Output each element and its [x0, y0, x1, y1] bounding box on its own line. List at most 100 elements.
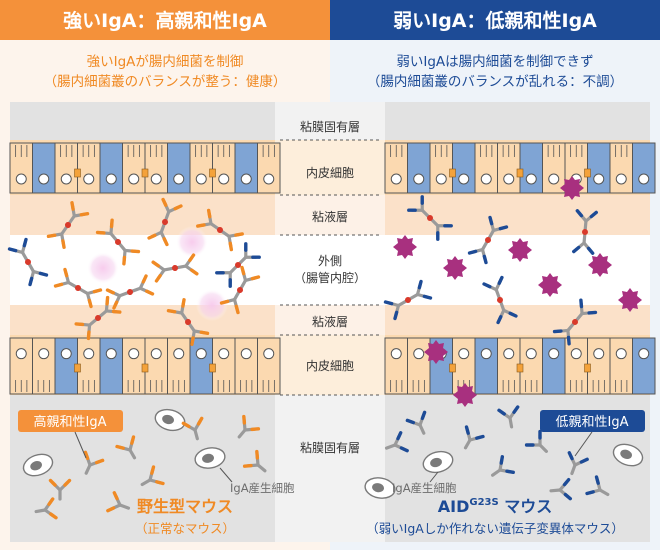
- cell-nucleus: [548, 173, 560, 185]
- right-mouse-name-sup: G23S: [469, 497, 498, 508]
- cell-nucleus: [15, 173, 27, 185]
- right-tag: 低親和性IgA: [556, 415, 629, 430]
- cell-nucleus: [593, 348, 605, 360]
- cell-nucleus: [83, 173, 95, 185]
- goblet-cell: [474, 337, 498, 395]
- goblet-cell: [519, 142, 543, 194]
- label-lumen-line1: 外側: [318, 254, 342, 268]
- cell-nucleus: [638, 173, 650, 185]
- cell-nucleus: [480, 348, 492, 360]
- right-tag-pointer: [574, 431, 593, 457]
- tight-junction: [141, 168, 149, 178]
- right-subtitle-line1: 弱いIgAは腸内細菌を制御できず: [396, 54, 593, 70]
- goblet-cell: [54, 337, 78, 395]
- cell-nucleus: [480, 173, 492, 185]
- right-header-bar: [330, 0, 660, 40]
- tight-junction: [516, 363, 524, 373]
- right-mouse-note: （弱いIgAしか作れない遺伝子変異体マウス）: [366, 521, 624, 536]
- tight-junction: [74, 168, 81, 178]
- right-cell-pointer: [429, 471, 439, 483]
- left-mouse-name: 野生型マウス: [137, 497, 233, 516]
- cell-nucleus: [218, 348, 230, 360]
- center-label-column: [275, 102, 385, 542]
- cell-nucleus: [548, 348, 560, 360]
- label-mucus-top: 粘液層: [312, 209, 348, 224]
- cell-nucleus: [240, 348, 252, 360]
- right-subtitle-line2: （腸内細菌叢のバランスが乱れる：不調）: [367, 74, 623, 90]
- goblet-cell: [587, 142, 611, 194]
- cell-nucleus: [105, 173, 117, 185]
- cell-nucleus: [615, 348, 627, 360]
- cell-nucleus: [240, 173, 252, 185]
- cell-nucleus: [38, 173, 50, 185]
- cell-nucleus: [503, 173, 515, 185]
- cell-nucleus: [38, 348, 50, 360]
- cell-nucleus: [390, 173, 402, 185]
- coated-bacterium: [176, 226, 208, 258]
- cell-nucleus: [435, 173, 447, 185]
- cell-nucleus: [638, 348, 650, 360]
- tight-junction: [449, 363, 456, 373]
- goblet-cell: [99, 142, 123, 194]
- cell-nucleus: [525, 348, 537, 360]
- cell-nucleus: [570, 348, 582, 360]
- label-epithelium-bottom: 内皮細胞: [306, 359, 354, 373]
- goblet-cell: [407, 142, 431, 194]
- cell-nucleus: [503, 348, 515, 360]
- cell-nucleus: [173, 173, 185, 185]
- tight-junction: [141, 363, 149, 373]
- cell-nucleus: [195, 348, 207, 360]
- cell-nucleus: [83, 348, 95, 360]
- cell-nucleus: [15, 348, 27, 360]
- cell-nucleus: [218, 173, 230, 185]
- cell-nucleus: [263, 173, 275, 185]
- cell-nucleus: [60, 348, 72, 360]
- left-header-bar: [0, 0, 330, 40]
- cell-nucleus: [413, 348, 425, 360]
- left-tag-pointer: [74, 431, 87, 459]
- tight-junction: [74, 363, 81, 373]
- cell-nucleus: [150, 173, 162, 185]
- right-mouse-name: AIDG23S マウス: [438, 497, 553, 516]
- cell-nucleus: [458, 173, 470, 185]
- right-header: 弱いIgA：低親和性IgA: [393, 9, 597, 32]
- layer-separators: [280, 139, 380, 396]
- label-mucus-bottom: 粘液層: [312, 314, 348, 329]
- cell-nucleus: [458, 348, 470, 360]
- cell-nucleus: [615, 173, 627, 185]
- coated-bacterium: [196, 289, 228, 321]
- left-header: 強いIgA：高親和性IgA: [63, 9, 267, 32]
- label-lamina-top: 粘膜固有層: [300, 119, 360, 134]
- right-tag-box: [540, 410, 645, 432]
- label-epithelium-top: 内皮細胞: [306, 166, 354, 180]
- cell-nucleus: [128, 348, 140, 360]
- goblet-cell: [452, 142, 476, 194]
- cell-nucleus: [525, 173, 537, 185]
- label-lumen-line2: （腸管内腔）: [294, 270, 366, 285]
- coated-bacterium: [87, 252, 119, 284]
- goblet-cell: [189, 337, 213, 395]
- cell-nucleus: [263, 348, 275, 360]
- left-tag-box: [18, 410, 123, 432]
- tight-junction: [209, 168, 216, 178]
- goblet-cell: [99, 337, 123, 395]
- epithelial-cells-top: [9, 142, 656, 194]
- right-cell-label: IgA産生細胞: [392, 481, 457, 495]
- tight-junction: [449, 168, 456, 178]
- cell-nucleus: [173, 348, 185, 360]
- tight-junction: [584, 363, 591, 373]
- left-subtitle-line1: 強いIgAが腸内細菌を制御: [87, 54, 244, 70]
- cell-nucleus: [128, 173, 140, 185]
- cell-nucleus: [390, 348, 402, 360]
- goblet-cell: [632, 337, 656, 395]
- left-lumen-complexes: [10, 199, 260, 344]
- goblet-cell: [542, 337, 566, 395]
- cell-nucleus: [60, 173, 72, 185]
- right-mouse-name-main: AID: [438, 497, 470, 516]
- left-cell-label: IgA産生細胞: [230, 481, 295, 495]
- right-mouse-name-suffix: マウス: [499, 497, 553, 516]
- cell-nucleus: [593, 173, 605, 185]
- left-tag: 高親和性IgA: [34, 414, 107, 430]
- cell-nucleus: [150, 348, 162, 360]
- left-subtitle-line2: （腸内細菌叢のバランスが整う：健康）: [44, 73, 287, 90]
